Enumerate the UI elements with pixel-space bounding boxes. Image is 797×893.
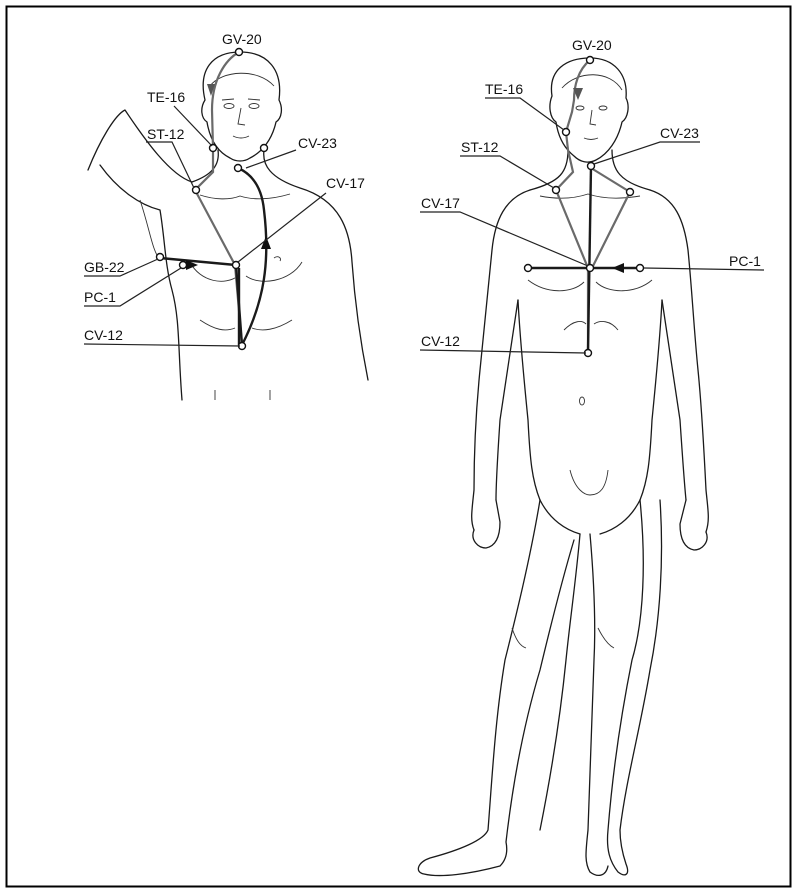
left-label-gv20: GV-20 xyxy=(222,31,262,47)
left-leader-cv17 xyxy=(238,193,326,262)
right-label-te16: TE-16 xyxy=(485,81,523,97)
left-pec-l xyxy=(246,262,302,281)
right-hairline xyxy=(562,75,622,90)
right-leg-r xyxy=(418,500,574,876)
left-point-pc1 xyxy=(180,262,187,269)
right-leg-l-inner xyxy=(586,534,608,875)
right-full-body-figure: GV-20 TE-16 ST-12 CV-23 CV-17 PC-1 CV-12 xyxy=(418,37,764,876)
left-mouth xyxy=(233,136,249,138)
right-hand-r xyxy=(473,500,500,548)
right-leader-cv17 xyxy=(420,212,588,266)
right-leader-te16 xyxy=(485,98,564,130)
right-torso-side-r xyxy=(518,300,540,500)
right-hand-l xyxy=(680,500,707,550)
right-point-pc1-l xyxy=(637,265,644,272)
right-meridian-st-l xyxy=(591,168,630,268)
left-neck-right xyxy=(192,150,218,182)
left-label-st12: ST-12 xyxy=(147,126,185,142)
left-meridian-cv xyxy=(238,168,266,345)
left-abs xyxy=(215,390,270,400)
right-eye-l xyxy=(599,106,607,110)
left-leader-cv23 xyxy=(246,150,296,168)
right-point-st12-l xyxy=(627,189,634,196)
left-eyebrows xyxy=(222,99,260,100)
left-eye-l xyxy=(249,104,259,109)
right-label-pc1: PC-1 xyxy=(729,253,761,269)
right-eye-r xyxy=(576,106,584,110)
right-arm-l-inner xyxy=(662,300,686,500)
right-label-gv20: GV-20 xyxy=(572,37,612,53)
left-point-cv17 xyxy=(233,262,240,269)
right-meridian-st xyxy=(556,60,590,352)
left-leader-cv12 xyxy=(84,344,240,346)
left-clavicles xyxy=(200,194,290,199)
right-label-cv17: CV-17 xyxy=(421,195,460,211)
right-navel xyxy=(580,397,585,405)
right-point-cv23 xyxy=(588,163,595,170)
right-arm-r-inner xyxy=(496,300,518,500)
left-torso-figure: GV-20 TE-16 ST-12 CV-23 CV-17 GB-22 PC-1… xyxy=(84,31,368,400)
right-leader-st12 xyxy=(460,156,554,188)
right-knee-r xyxy=(512,628,526,648)
right-leader-cv23 xyxy=(594,142,700,164)
right-head-outline xyxy=(550,58,628,162)
left-label-cv17: CV-17 xyxy=(326,175,365,191)
right-mouth xyxy=(584,138,598,140)
right-arm-r-outer xyxy=(472,190,530,530)
right-rib-r xyxy=(564,322,586,330)
right-leg-r-inner xyxy=(540,534,580,830)
right-point-pc1-r xyxy=(525,265,532,272)
left-point-te16 xyxy=(210,145,217,152)
left-label-cv23: CV-23 xyxy=(298,135,337,151)
left-rib xyxy=(200,320,235,330)
left-nipple xyxy=(274,257,281,261)
left-nose xyxy=(238,108,245,125)
left-point-cv23a xyxy=(261,145,268,152)
right-knee-l xyxy=(598,628,614,648)
left-label-pc1: PC-1 xyxy=(84,289,116,305)
left-label-cv12: CV-12 xyxy=(84,327,123,343)
right-label-cv23: CV-23 xyxy=(660,125,699,141)
left-point-gv20 xyxy=(236,49,243,56)
right-hip-r xyxy=(540,500,580,534)
right-label-cv12: CV-12 xyxy=(421,333,460,349)
right-genital xyxy=(570,470,608,495)
right-leader-cv12 xyxy=(420,350,586,353)
left-raised-arm xyxy=(88,110,192,182)
right-leg-l xyxy=(607,500,661,875)
right-arm-l-outer xyxy=(650,190,708,532)
right-label-st12: ST-12 xyxy=(461,139,499,155)
right-point-gv20 xyxy=(587,57,594,64)
right-torso-side-l xyxy=(640,300,662,500)
left-eye-r xyxy=(224,104,234,109)
right-pec-r xyxy=(528,280,584,291)
left-label-gb22: GB-22 xyxy=(84,259,125,275)
left-rib2 xyxy=(252,320,292,330)
right-hip-l xyxy=(600,500,640,534)
left-point-cv23 xyxy=(235,165,242,172)
right-rib-l xyxy=(594,322,618,330)
left-label-te16: TE-16 xyxy=(147,89,185,105)
right-nose xyxy=(590,110,596,125)
right-pec-l xyxy=(596,280,652,291)
left-torso-right-side xyxy=(100,165,182,400)
right-arrow-pc xyxy=(612,263,624,273)
left-meridian-gb xyxy=(160,258,242,345)
